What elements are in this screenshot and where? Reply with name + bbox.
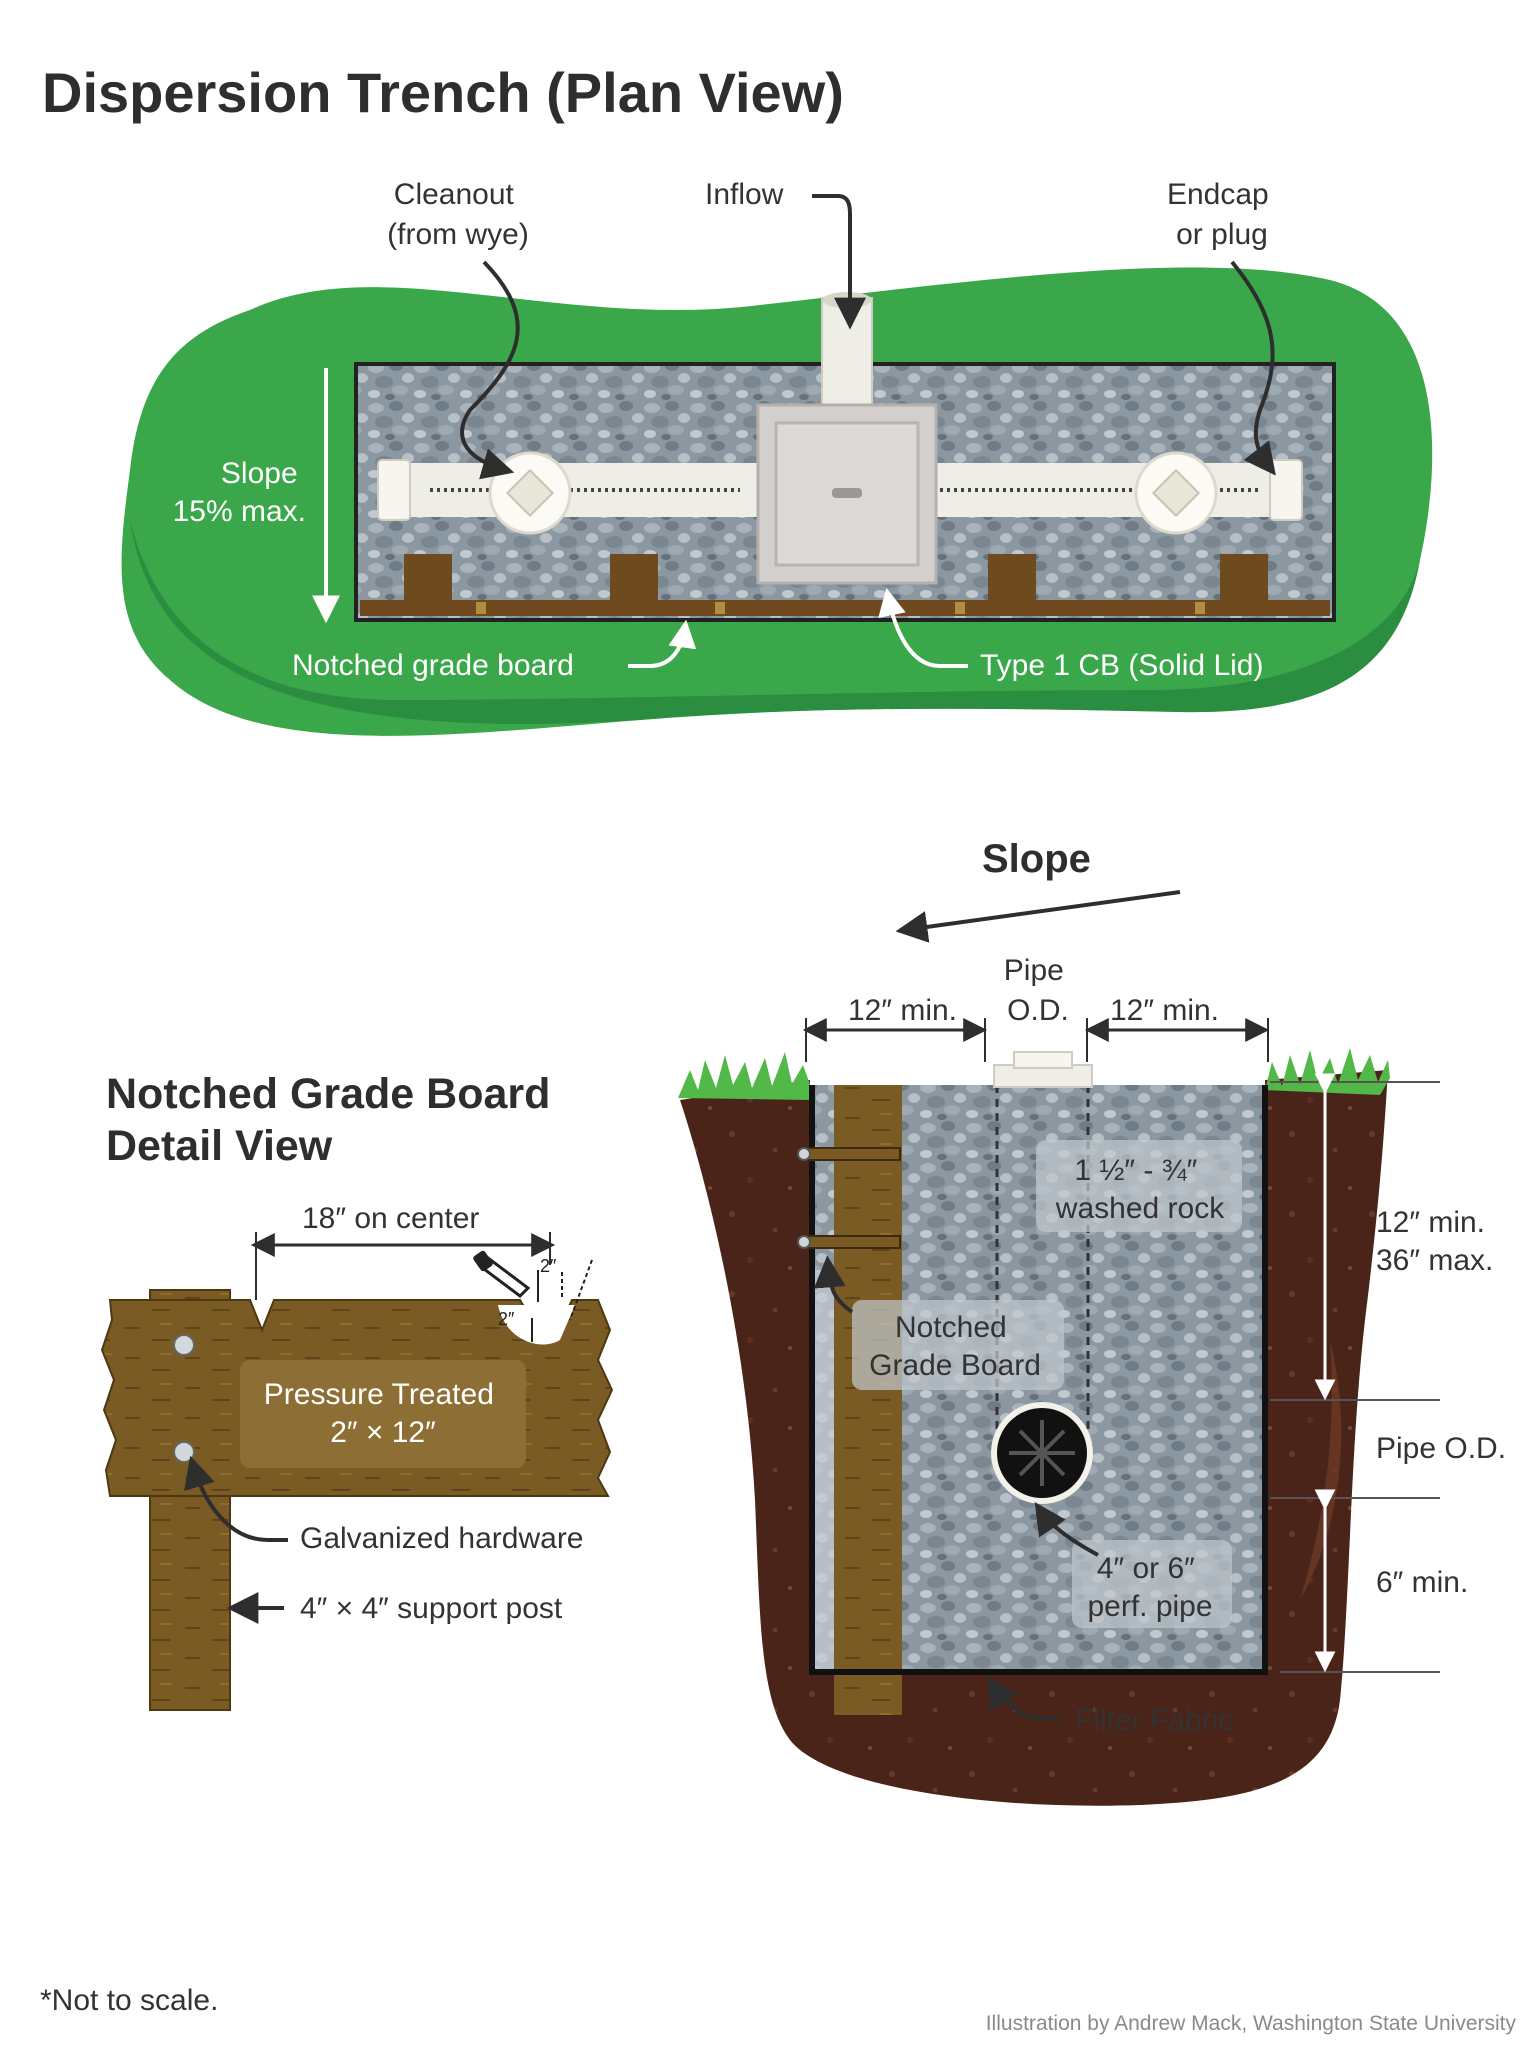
fabric-label: Filter Fabric <box>1075 1704 1233 1737</box>
section-slope-label: Slope <box>982 837 1091 881</box>
svg-text:Notched Grade Board: Notched Grade Board <box>869 1311 1041 1382</box>
depth-guides <box>1270 1081 1440 1673</box>
bottom-label: 6″ min. <box>1376 1566 1468 1599</box>
galvanized-bolt-lower <box>173 1441 195 1463</box>
catch-basin-label: Type 1 CB (Solid Lid) <box>980 649 1263 682</box>
notch-width-label: 2″ <box>540 1256 557 1276</box>
spacing-label: 18″ on center <box>302 1202 479 1235</box>
not-to-scale-note: *Not to scale. <box>40 1984 218 2017</box>
svg-text:1 ½″ - ¾″ washed rock: 1 ½″ - ¾″ washed rock <box>1055 1154 1225 1225</box>
notch-dimension-lines <box>531 1259 593 1342</box>
notch-cutout <box>498 1305 575 1345</box>
board-label-1: Notched <box>895 1311 1007 1344</box>
pipe-endcap-left <box>377 459 411 521</box>
endcap-label-2: or plug <box>1176 218 1268 251</box>
grass-tuft-left <box>678 1052 812 1100</box>
cleanout-right-cap <box>1151 468 1201 518</box>
cleanout-label-2: (from wye) <box>387 218 529 251</box>
board-callout-arrow <box>813 1255 854 1314</box>
cleanout-label-1: Cleanout <box>394 178 515 211</box>
grade-board-plan <box>360 600 1330 616</box>
width-right-label: 12″ min. <box>1110 994 1219 1027</box>
pipe-od-top-label-1: Pipe <box>1004 954 1064 987</box>
galvanized-bolt-upper <box>173 1334 195 1356</box>
board-label-panel <box>240 1360 526 1468</box>
notch-height-label: 2″ <box>498 1309 515 1329</box>
endcap-callout-arrow <box>1230 260 1276 476</box>
svg-text:Cleanout (from wye): Cleanout (from wye) <box>387 178 529 251</box>
rock-label-bg <box>1036 1140 1242 1232</box>
plan-title: Dispersion Trench (Plan View) <box>42 61 844 124</box>
inflow-label: Inflow <box>705 178 784 211</box>
endcap-label-1: Endcap <box>1167 178 1269 211</box>
detail-title-1: Notched Grade Board <box>106 1070 550 1118</box>
svg-text:12″ min. 36″ max.: 12″ min. 36″ max. <box>1376 1206 1493 1277</box>
hardware-callout-arrow <box>184 1455 288 1542</box>
rock-label-1: 1 ½″ - ¾″ <box>1074 1154 1197 1187</box>
svg-text:Endcap or plug: Endcap or plug <box>1167 178 1277 251</box>
plan-slope-label-2: 15% max. <box>173 495 306 528</box>
depth-label-2: 36″ max. <box>1376 1244 1493 1277</box>
grade-board-callout-arrow <box>628 619 697 668</box>
svg-text:4″ or 6″ perf. pipe: 4″ or 6″ perf. pipe <box>1087 1552 1212 1623</box>
pipe-label-2: perf. pipe <box>1087 1590 1212 1623</box>
grade-board-posts <box>404 554 1268 604</box>
svg-text:Pipe O.D.: Pipe O.D. <box>1004 954 1072 1027</box>
svg-text:Pressure Treated 2″ × 12″: Pressure Treated 2″ × 12″ <box>264 1378 502 1449</box>
hardware-label: Galvanized hardware <box>300 1522 584 1555</box>
illustration-credit: Illustration by Andrew Mack, Washington … <box>986 2012 1517 2035</box>
pipe-endcap-right <box>1269 459 1303 521</box>
detail-board-label-1: Pressure Treated <box>264 1378 494 1411</box>
rock-label-2: washed rock <box>1055 1192 1225 1225</box>
grade-board-label: Notched grade board <box>292 649 574 682</box>
section-slope-arrow <box>895 890 1181 943</box>
board-label-bg <box>852 1300 1064 1390</box>
pipe-label-bg <box>1072 1540 1232 1628</box>
catch-basin-callout-arrow <box>878 587 968 668</box>
plan-slope-label-1: Slope <box>221 457 298 490</box>
saw-icon <box>473 1250 531 1298</box>
grade-board-post-section <box>834 1085 902 1715</box>
width-left-label: 12″ min. <box>848 994 957 1027</box>
detail-title-2: Detail View <box>106 1122 333 1170</box>
cleanout-callout-arrow <box>460 260 520 480</box>
pipe-perforation-icon <box>1009 1420 1075 1486</box>
pipe-callout-arrow <box>1034 1502 1099 1557</box>
pipe-od-label: Pipe O.D. <box>1376 1432 1506 1465</box>
depth-label-1: 12″ min. <box>1376 1206 1485 1239</box>
post-label: 4″ × 4″ support post <box>300 1592 563 1625</box>
inflow-pipe <box>821 297 873 409</box>
pipe-label-1: 4″ or 6″ <box>1097 1552 1195 1585</box>
section-screws <box>797 1147 901 1249</box>
board-label-2: Grade Board <box>869 1349 1041 1382</box>
detail-board-label-2: 2″ × 12″ <box>330 1416 436 1449</box>
inflow-callout-arrow <box>812 194 866 330</box>
pipe-od-top-label-2: O.D. <box>1007 994 1069 1027</box>
fabric-callout-arrow <box>986 1675 1060 1720</box>
grass-tuft-right <box>1265 1048 1390 1095</box>
inflow-pipe-end <box>822 292 872 308</box>
grade-board-notches <box>476 602 1205 614</box>
section-cleanout-top <box>1013 1051 1073 1069</box>
cleanout-left-cap <box>505 468 555 518</box>
lid-handle-icon <box>832 488 862 498</box>
width-dimensions <box>802 1018 1270 1062</box>
svg-text:Slope 15% max.: Slope 15% max. <box>173 457 306 528</box>
svg-text:Notched Grade Board Detail: Notched Grade Board Detail View <box>106 1070 562 1170</box>
filter-fabric <box>809 1085 1268 1675</box>
